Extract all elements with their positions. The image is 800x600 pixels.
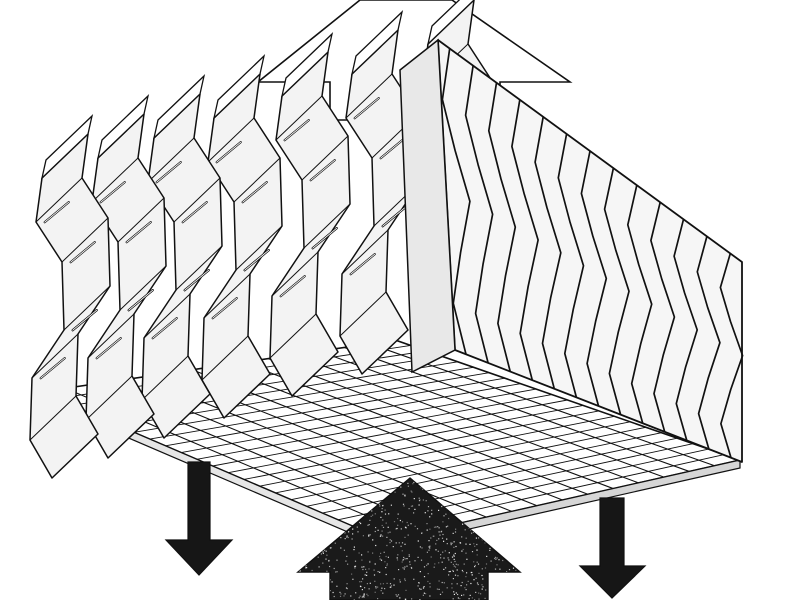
lattice-line <box>290 426 646 501</box>
face-wave-line <box>650 201 676 433</box>
lattice-line <box>228 405 584 474</box>
face-wave-line <box>673 219 699 441</box>
lattice-line <box>306 432 662 507</box>
lattice-line <box>259 415 615 487</box>
blade-sheet <box>201 54 283 419</box>
face-wave-line <box>441 48 471 355</box>
face-wave-line <box>557 133 585 398</box>
blade-sheet <box>269 32 351 397</box>
blade-sheet <box>29 114 111 479</box>
lattice-line <box>165 383 521 447</box>
face-wave-line <box>487 82 517 372</box>
blade-sheet <box>85 94 167 459</box>
face-wave-line <box>603 167 630 415</box>
lattice-line <box>275 421 631 494</box>
face-wave-line <box>511 99 539 381</box>
lattice-line <box>243 410 599 480</box>
lattice-line <box>181 388 537 453</box>
eliminator-blades <box>29 0 497 479</box>
solid-down-arrow-icon <box>164 461 234 576</box>
face-wave-line <box>626 185 653 424</box>
face-wave-line <box>464 65 494 364</box>
lattice-line <box>322 437 678 514</box>
face-wave-line <box>719 253 744 458</box>
solid-down-arrow-icon <box>578 497 647 599</box>
lattice-line <box>134 372 490 433</box>
lattice-line <box>149 377 505 440</box>
lattice-line <box>212 399 568 467</box>
lattice-line <box>196 394 552 460</box>
face-wave-line <box>534 116 562 390</box>
blade-sheet <box>141 74 223 439</box>
face-wave-line <box>696 236 721 450</box>
face-wave-line <box>580 150 608 407</box>
end-face-panel <box>399 38 744 463</box>
